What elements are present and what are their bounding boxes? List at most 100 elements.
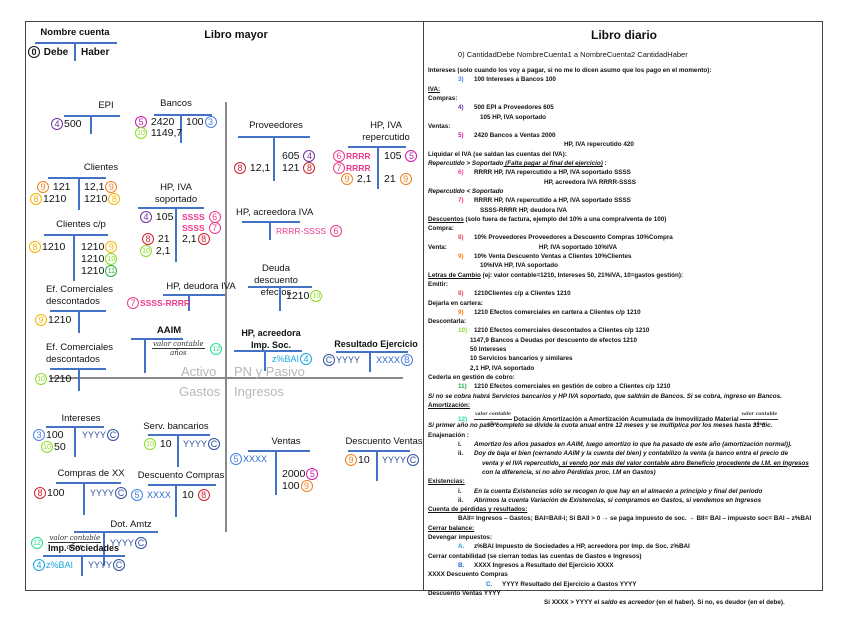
journal-line: 11)1210 Efectos comerciales en gestión d… xyxy=(458,382,670,391)
entry-number: 4 xyxy=(303,150,316,163)
entry-amount: 100 xyxy=(47,487,65,499)
legend-haber: Haber xyxy=(81,47,110,58)
t-hline xyxy=(131,338,183,340)
t-vline xyxy=(144,339,146,373)
entry-amount: YYYY xyxy=(88,560,113,570)
journal-line: Compras: xyxy=(428,94,457,103)
entry-amount: XXXX xyxy=(146,490,171,500)
column-divider xyxy=(225,102,227,532)
entry-number: 8 xyxy=(197,489,210,502)
t-vline xyxy=(376,451,378,481)
t-vline xyxy=(180,115,182,143)
entry-amount: 121 xyxy=(282,162,300,174)
line-text: XXXX Ingresos a Resultado del Ejercicio … xyxy=(474,561,614,569)
journal-line: Enajenación : xyxy=(428,431,469,440)
entry-amount: 605 xyxy=(282,150,300,162)
entry-number: 8 xyxy=(234,162,246,175)
entry-amount: 1210 xyxy=(43,193,67,205)
t-vline xyxy=(78,369,80,391)
debe-entry: 8 21 xyxy=(141,233,170,246)
fraction-numerator: valor contable xyxy=(152,340,205,350)
account-name: Proveedores xyxy=(249,120,303,131)
t-hline xyxy=(138,207,204,209)
line-text: Descuento Ventas YYYY xyxy=(428,589,501,597)
entry-amount: RRRR xyxy=(346,151,371,161)
journal-line: BAII= Ingresos – Gastos; BAI=BAII-i; Si … xyxy=(458,514,811,523)
entry-amount: 12,1 xyxy=(249,162,271,174)
journal-line: Venta:HP, IVA soportado 10%IVA xyxy=(428,243,617,252)
journal-line: i.Amortizo los años pasados en AAIM, lue… xyxy=(458,440,792,449)
t-vline xyxy=(103,532,105,566)
line-text: (ej: valor contable=1210, Intereses 50, … xyxy=(480,271,684,279)
line-text: Abrimos la cuenta Variación de Existenci… xyxy=(474,496,762,504)
line-text: Amortización: xyxy=(428,401,470,409)
entry-amount: 1210 xyxy=(84,193,108,205)
entry-amount: 105 xyxy=(384,150,402,162)
debe-entry: 8 12,1 xyxy=(233,162,270,175)
entry-amount: 1210 xyxy=(81,265,105,277)
entry-number: 7 xyxy=(208,222,221,235)
account-name: HP, deudora IVA xyxy=(166,281,236,292)
t-vline xyxy=(177,435,179,467)
entry-number: 12 xyxy=(31,536,43,549)
t-hline xyxy=(148,484,216,486)
account-name: Ventas xyxy=(271,436,301,447)
entry-amount: 1210 xyxy=(286,290,310,302)
line-text: SSSS-RRRR HP, deudora IVA xyxy=(480,206,567,214)
line-text: 100 Intereses a Bancos 100 xyxy=(474,76,556,84)
entry-number: 8 xyxy=(108,193,121,206)
line-text: RRRR HP, IVA repercutido a HP, IVA sopor… xyxy=(474,197,631,205)
entry-number: B xyxy=(401,354,414,367)
account-name: Descuento Ventas xyxy=(345,436,423,447)
line-text: Repercutido > Soportado xyxy=(428,160,504,167)
debe-entry: 10 2,1 xyxy=(139,245,171,258)
entry-number: 8 xyxy=(29,241,41,254)
line-text: Si XXXX > YYYY el xyxy=(544,599,601,607)
line-text: : xyxy=(602,160,607,167)
line-text: 1210 Efectos comerciales en cartera a Cl… xyxy=(474,308,641,316)
line-text: 10%IVA HP, IVA soportado xyxy=(480,262,558,270)
line-text: Devengar impuestos: xyxy=(428,534,493,541)
t-vline xyxy=(78,178,80,210)
line-text: HP, acreedora IVA RRRR-SSSS xyxy=(544,178,636,186)
entry-amount: 50 xyxy=(54,441,66,453)
journal-line: C.YYYY Resultado del Ejercicio a Gastos … xyxy=(486,580,637,589)
line-text: Compras: xyxy=(428,94,458,102)
haber-entry: 105 5 xyxy=(384,150,418,163)
entry-number: 7) xyxy=(458,197,464,205)
line-text: IVA: xyxy=(428,85,441,93)
t-hline xyxy=(248,450,310,452)
entry-number: C xyxy=(208,438,221,451)
line-text: Compra: xyxy=(428,225,454,233)
line-text: 10% Venta Descuento Ventas a Clientes 10… xyxy=(474,253,632,260)
journal-line: 105 HP, IVA soportado xyxy=(480,113,546,122)
line-text: Dejarla en cartera: xyxy=(428,299,483,307)
debe-entry: 4 105 xyxy=(139,211,173,224)
debe-entry: 10 1149,7 xyxy=(134,127,182,140)
journal-line: Si no se cobra habrá Servicios bancarios… xyxy=(428,392,782,401)
line-text: 105 HP, IVA soportado xyxy=(480,113,547,121)
entry-amount: 21 xyxy=(384,173,396,185)
section-activo: Activo xyxy=(181,364,217,379)
journal-line: XXXX Descuento Compras xyxy=(428,570,508,579)
account-name: Clientes c/p xyxy=(56,219,106,230)
line-text: Cerrar contabilidad (se cierran todas la… xyxy=(428,552,642,560)
line-text: 1210 Efectos comerciales en gestión de c… xyxy=(474,383,671,391)
entry-number: 9 xyxy=(35,314,47,327)
journal-line: 7) RRRR HP, IVA repercutido a HP, IVA sop… xyxy=(458,196,631,205)
journal-line: Descuento Ventas YYYY xyxy=(428,589,501,598)
account-name: EPI xyxy=(98,100,114,111)
